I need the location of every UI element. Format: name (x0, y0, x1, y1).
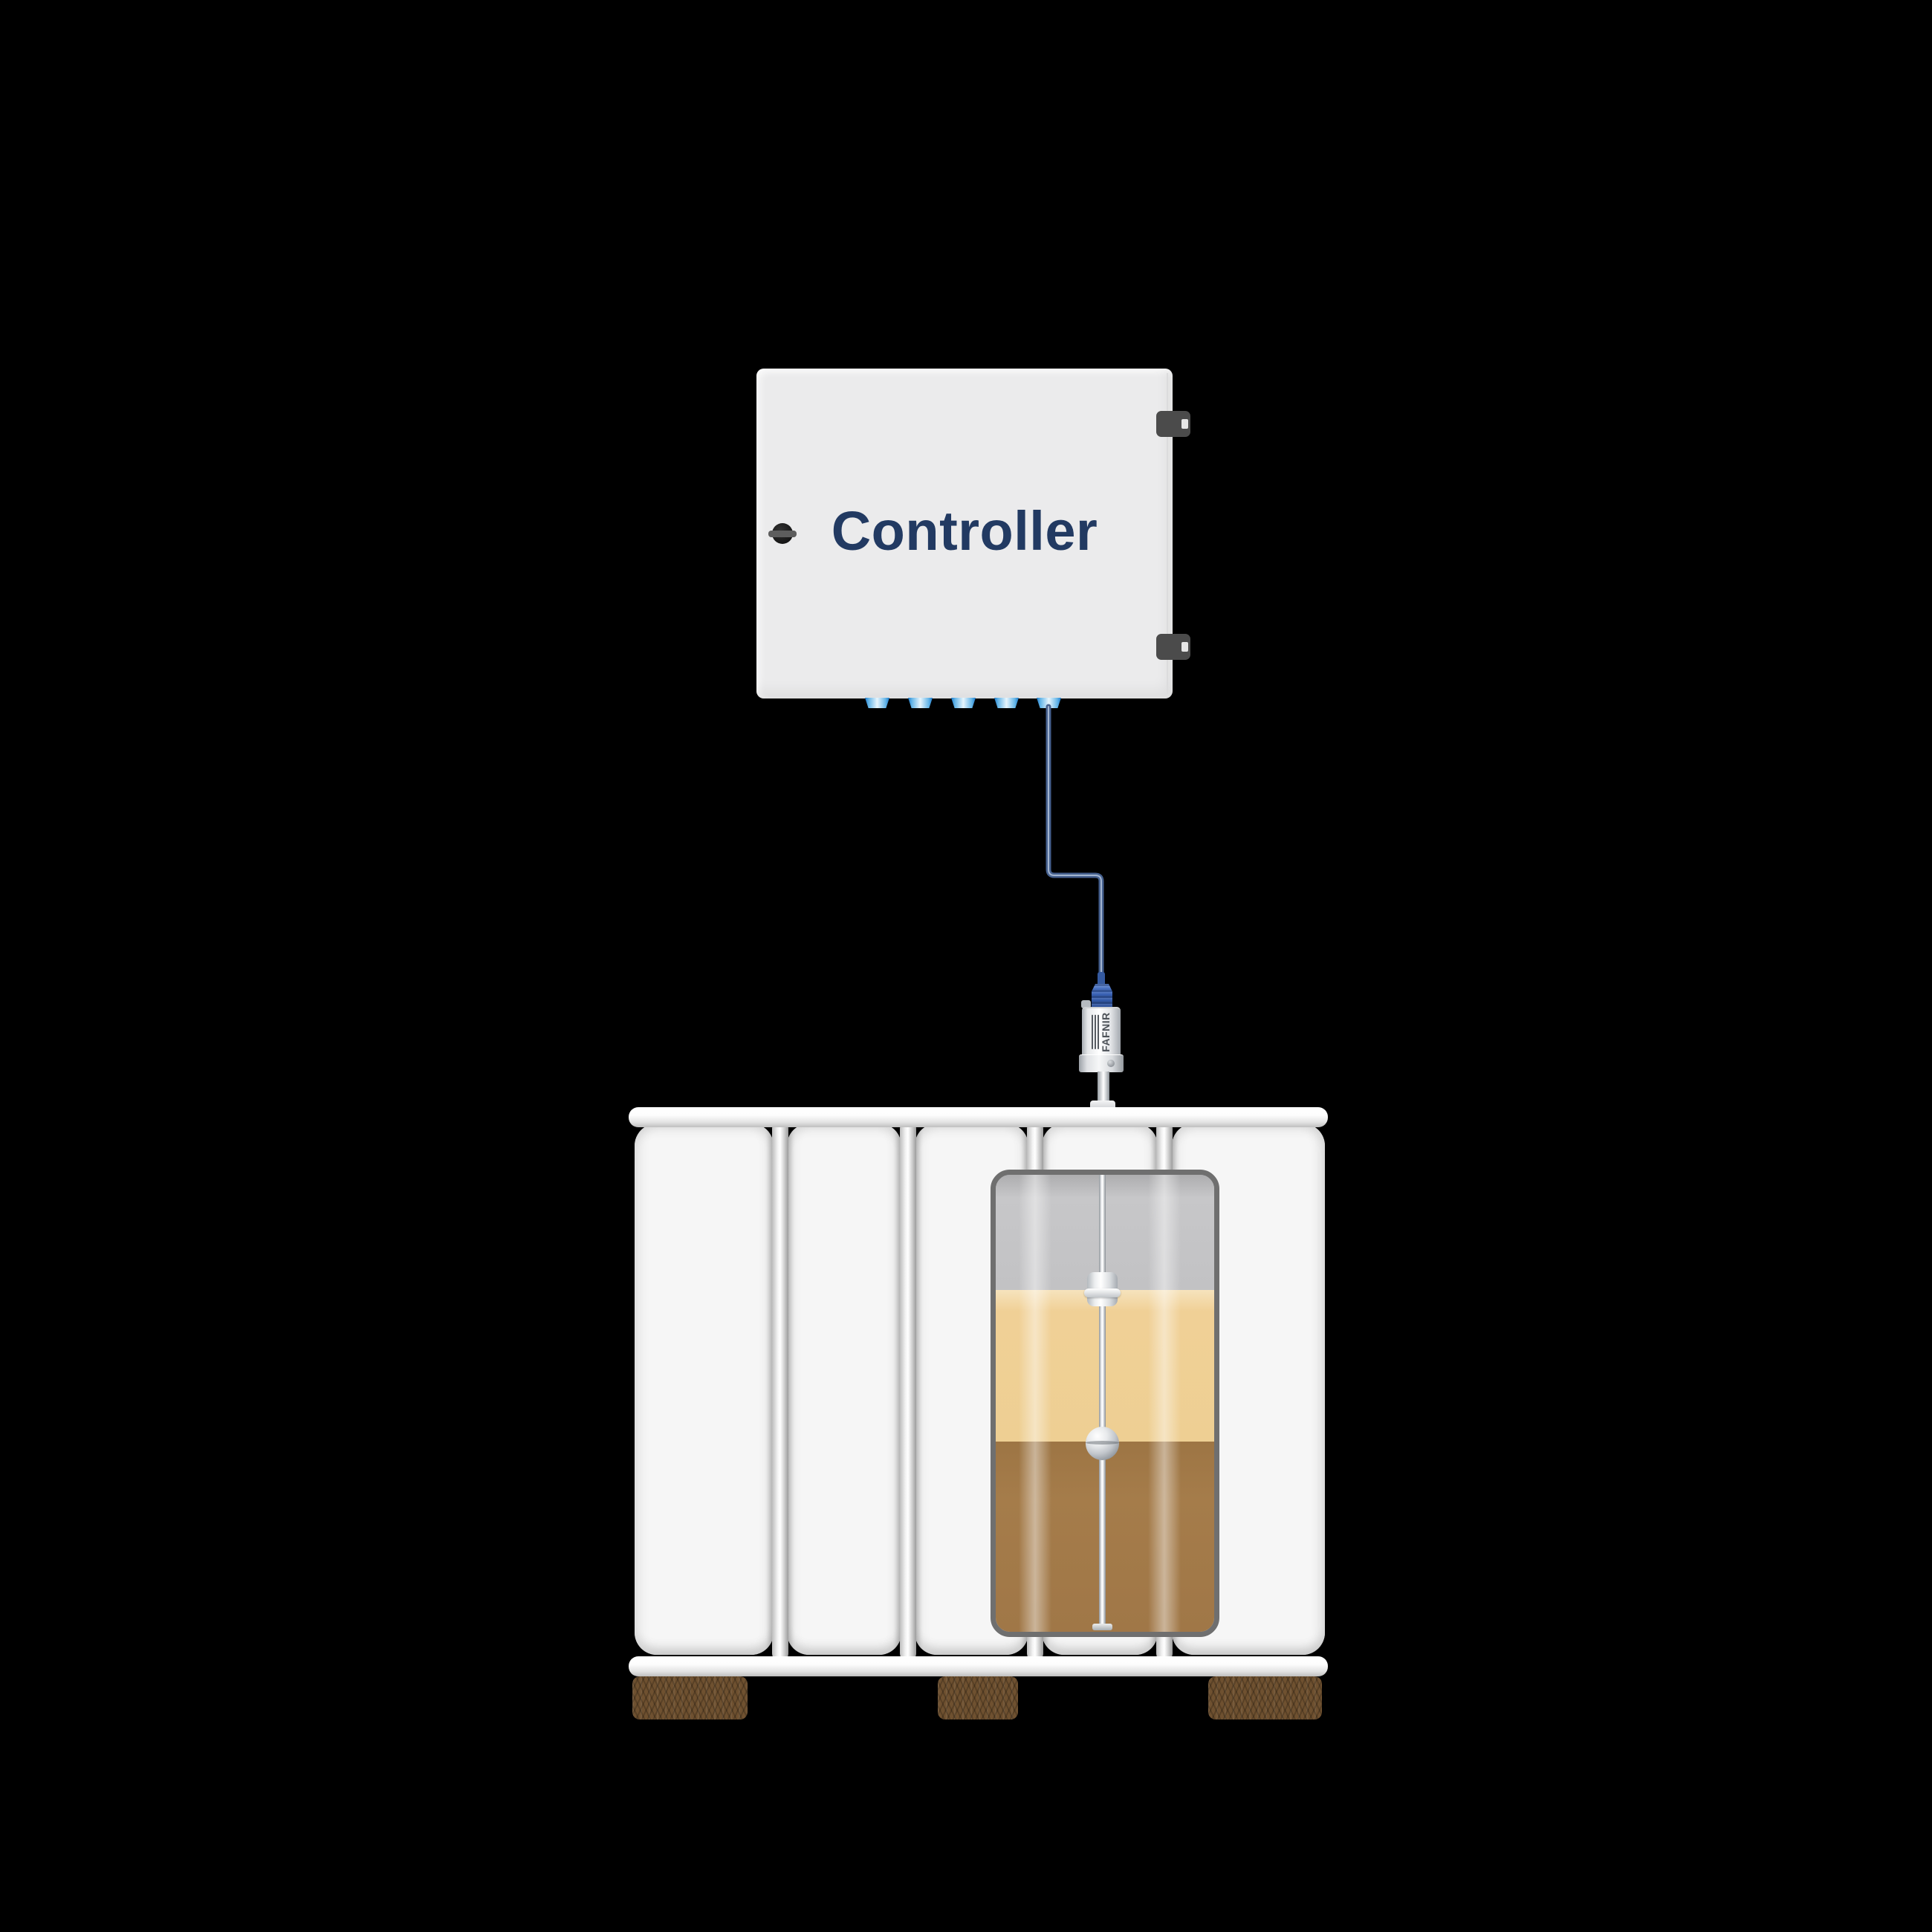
cable-boot (1098, 972, 1105, 988)
level-sensor-head: FAFNIR (1082, 1007, 1121, 1056)
glass-reflection (1019, 1175, 1051, 1632)
controller-enclosure: Controller (756, 369, 1190, 698)
tank-panel (635, 1124, 774, 1655)
fafnir-logo: FAFNIR (1092, 1012, 1112, 1052)
tank-foot (1208, 1676, 1322, 1719)
logo-stripes-icon (1092, 1015, 1099, 1049)
interface-float-sphere (1086, 1427, 1119, 1460)
tank-frame-rail-top (629, 1107, 1328, 1127)
sensor-vent (1081, 1000, 1091, 1008)
cable-gland (994, 698, 1019, 708)
tank-frame-bar (772, 1121, 788, 1662)
door-lock-slot (768, 531, 797, 537)
door-hinge-top (1156, 411, 1190, 437)
tank-cutaway-window (991, 1170, 1219, 1637)
door-hinge-bottom (1156, 634, 1190, 660)
cable-gland (908, 698, 933, 708)
controller-title: Controller (831, 500, 1098, 562)
sphere-equator-band (1086, 1441, 1119, 1445)
sensor-probe-rod (1099, 1175, 1106, 1628)
cable-gland (951, 698, 976, 708)
collar-screw (1107, 1060, 1115, 1067)
tank-frame-bar (900, 1121, 916, 1662)
sensor-collar (1079, 1054, 1124, 1072)
tank-panel (787, 1124, 901, 1655)
tank-foot (632, 1676, 748, 1719)
sensor-neck (1098, 1072, 1109, 1103)
cable-gland (865, 698, 889, 708)
tank-frame-rail-bottom (629, 1656, 1328, 1676)
cable-gland (1037, 698, 1061, 708)
tank-foot (938, 1676, 1018, 1719)
sensor-brand-label: FAFNIR (1100, 1012, 1112, 1052)
upper-float-ring (1084, 1288, 1121, 1297)
probe-end-stop (1092, 1624, 1112, 1630)
door-seam (1167, 373, 1168, 694)
hinge-pin-notch (1181, 419, 1188, 429)
hinge-pin-notch (1181, 642, 1188, 652)
glass-reflection (1148, 1175, 1181, 1632)
sensor-connector (1092, 984, 1112, 1009)
